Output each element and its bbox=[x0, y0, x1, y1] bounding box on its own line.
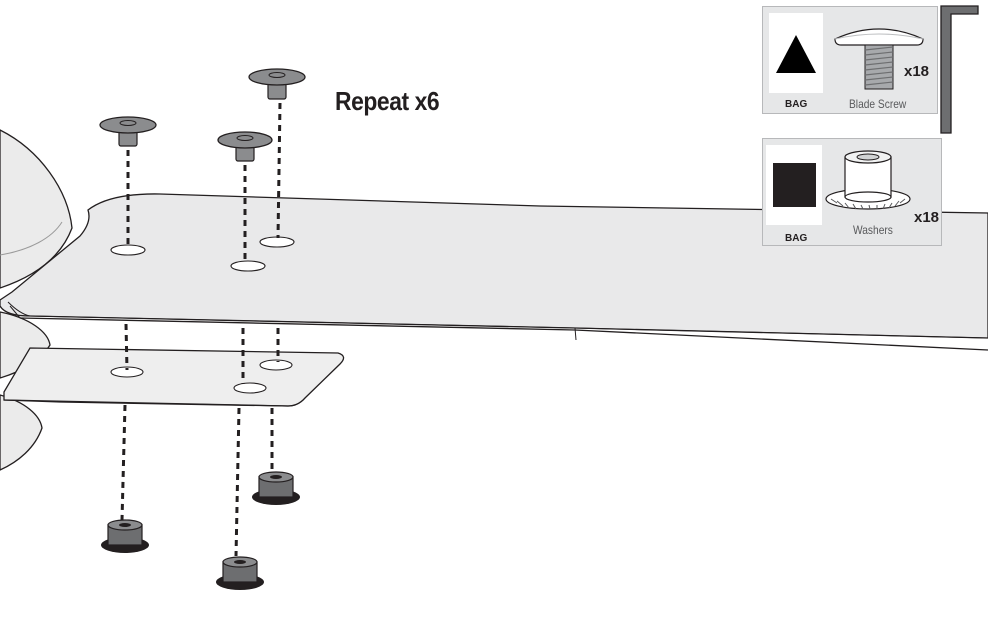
repeat-instruction: Repeat x6 bbox=[335, 86, 440, 116]
triangle-icon bbox=[776, 35, 816, 73]
parts-card-blade-screw: BAG x18 Blade Screw bbox=[762, 6, 938, 114]
fan-blade bbox=[0, 193, 988, 351]
bracket-holes bbox=[110, 359, 293, 394]
quantity-label: x18 bbox=[904, 63, 930, 80]
washer-icon bbox=[825, 150, 911, 210]
quantity-label: x18 bbox=[914, 209, 940, 226]
part-name-label: Washers bbox=[853, 223, 893, 237]
bag-label: BAG bbox=[785, 99, 808, 110]
washer bbox=[101, 519, 149, 553]
washer bbox=[252, 471, 300, 505]
blade-screw bbox=[99, 116, 157, 147]
blade-screw bbox=[217, 131, 273, 162]
bag-swatch bbox=[766, 145, 822, 225]
parts-card-washers: BAG x18 Washers bbox=[762, 138, 942, 246]
hex-key-icon bbox=[940, 5, 979, 134]
guide-lines bbox=[120, 102, 282, 557]
bag-label: BAG bbox=[785, 233, 808, 244]
washer bbox=[216, 556, 264, 590]
blade-screw bbox=[248, 68, 306, 100]
square-icon bbox=[773, 163, 816, 207]
part-name-label: Blade Screw bbox=[849, 97, 907, 111]
blade-screw-icon bbox=[834, 28, 924, 90]
motor-housing bbox=[0, 129, 73, 471]
bag-swatch bbox=[769, 13, 823, 93]
blade-holes bbox=[110, 236, 295, 272]
blade-iron bbox=[3, 347, 345, 407]
